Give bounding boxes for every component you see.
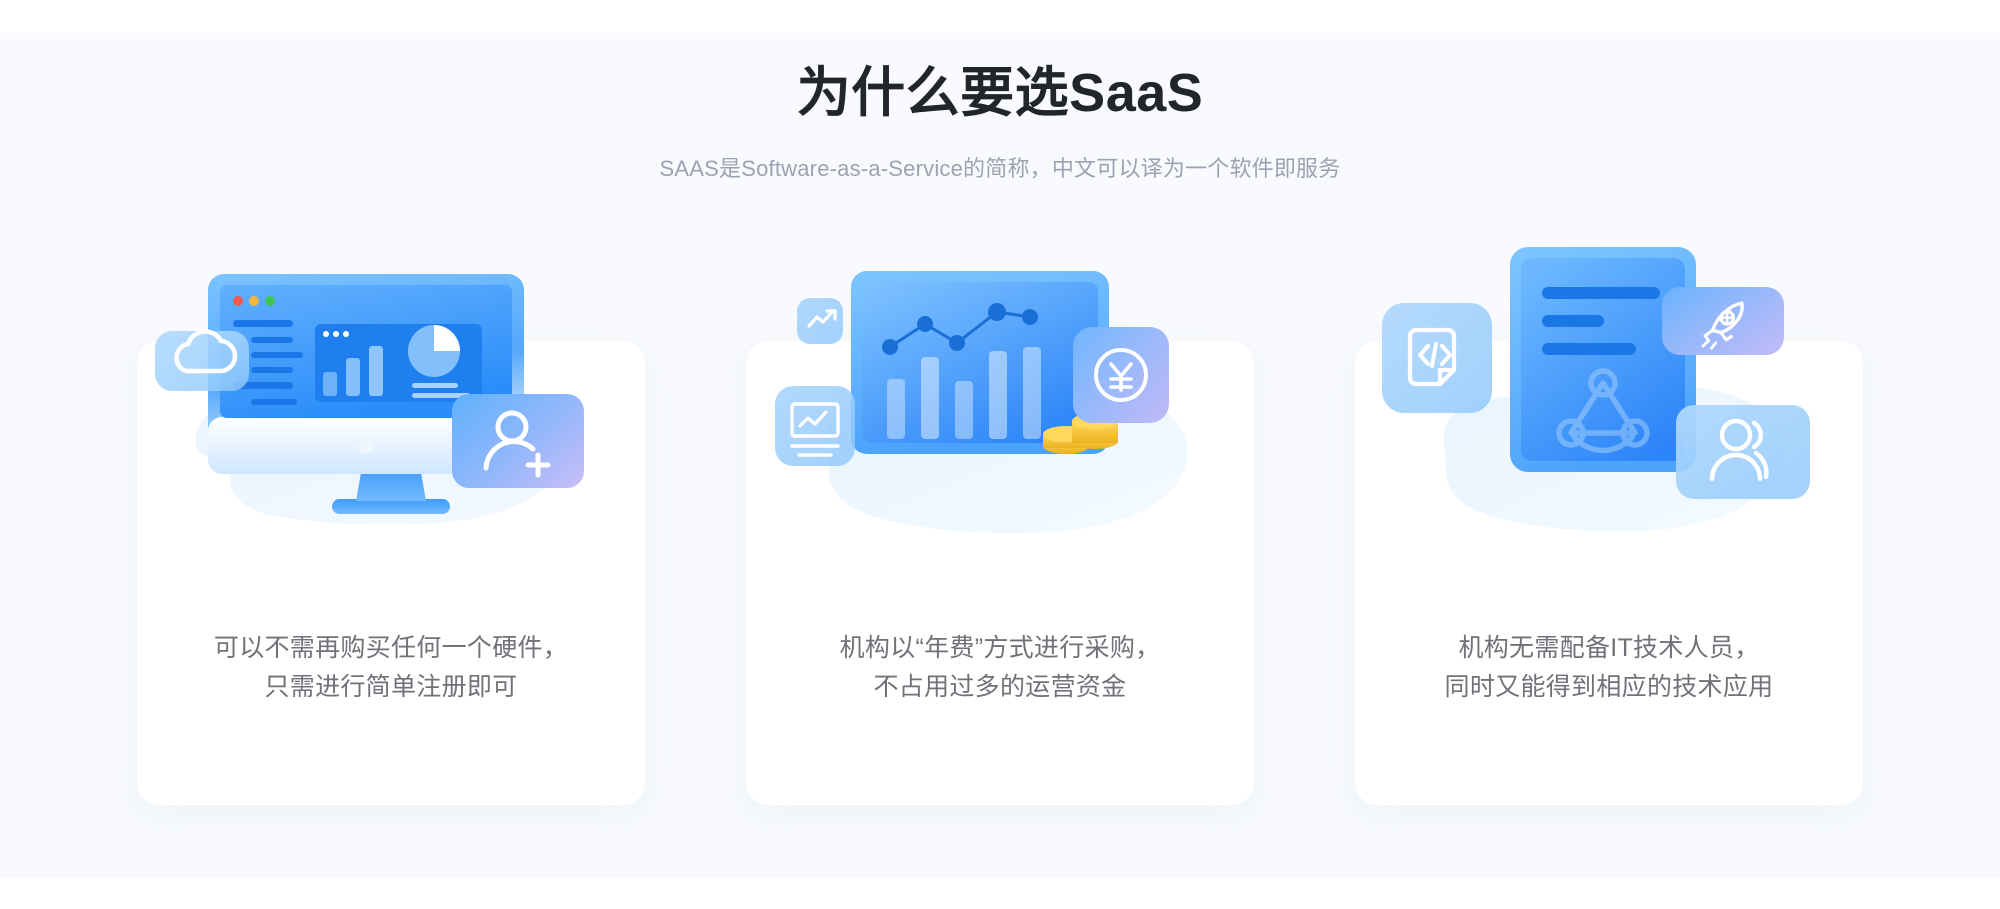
- feature-card-caption: 机构以“年费”方式进行采购， 不占用过多的运营资金: [839, 634, 1161, 701]
- monitor-stand-neck: [356, 467, 426, 501]
- bar-chart-icon: [955, 381, 973, 439]
- feature-card-list: 可以不需再购买任何一个硬件， 只需进行简单注册即可: [137, 247, 1863, 805]
- monitor-lower-bezel: [208, 417, 524, 474]
- monitor-power-dot: [359, 440, 373, 454]
- plus-icon: [525, 452, 551, 478]
- bar-chart-icon: [346, 358, 360, 396]
- feature-card-no-hardware[interactable]: 可以不需再购买任何一个硬件， 只需进行简单注册即可: [137, 274, 645, 805]
- feature-card-caption: 可以不需再购买任何一个硬件， 只需进行简单注册即可: [213, 634, 569, 701]
- yen-badge: [1073, 327, 1169, 423]
- background-blob: [825, 387, 1188, 534]
- panel-text-line: [412, 393, 470, 398]
- screen-text-line: [233, 382, 293, 389]
- bar-chart-icon: [887, 379, 905, 439]
- yen-coin-icon: [1094, 348, 1148, 402]
- coin-stack-icon: [1043, 413, 1118, 454]
- screen-text-line: [251, 367, 293, 373]
- screen-text-line: [251, 352, 303, 358]
- team-badge: [1676, 405, 1810, 499]
- bar-chart-icon: [323, 372, 337, 396]
- monitor-chart-badge: [775, 386, 855, 466]
- share-network-icon: [1556, 368, 1650, 454]
- yen-symbol: [1109, 362, 1133, 392]
- page-subtitle: SAAS是Software-as-a-Service的简称，中文可以译为一个软件…: [659, 155, 1341, 181]
- bar-chart-icon: [1023, 347, 1041, 439]
- section-header: 为什么要选SaaS SAAS是Software-as-a-Service的简称，…: [0, 60, 2000, 183]
- document-text-line: [1542, 343, 1636, 355]
- bar-chart-icon: [369, 346, 383, 396]
- background-blob: [1444, 385, 1783, 532]
- background-blob: [196, 382, 570, 525]
- feature-card-annual-fee[interactable]: 机构以“年费”方式进行采购， 不占用过多的运营资金: [746, 271, 1254, 805]
- monitor-chart-icon: [790, 402, 840, 438]
- monitor-stand-foot: [332, 499, 450, 514]
- user-add-icon-body: [483, 439, 536, 471]
- feature-card-no-it-staff[interactable]: 机构无需配备IT技术人员， 同时又能得到相应的技术应用: [1355, 247, 1863, 805]
- panel-text-line: [412, 383, 458, 388]
- page-title: 为什么要选SaaS: [796, 63, 1204, 123]
- angle-brackets-icon: [1418, 342, 1452, 368]
- team-icon: [1709, 418, 1769, 482]
- bar-chart-icon: [921, 357, 939, 439]
- line-chart-point: [882, 339, 898, 355]
- feature-card-caption: 机构无需配备IT技术人员， 同时又能得到相应的技术应用: [1444, 634, 1774, 701]
- screen-text-line: [251, 399, 297, 405]
- bar-chart-icon: [989, 351, 1007, 439]
- user-add-icon-head: [495, 410, 529, 444]
- user-add-badge: [452, 394, 584, 488]
